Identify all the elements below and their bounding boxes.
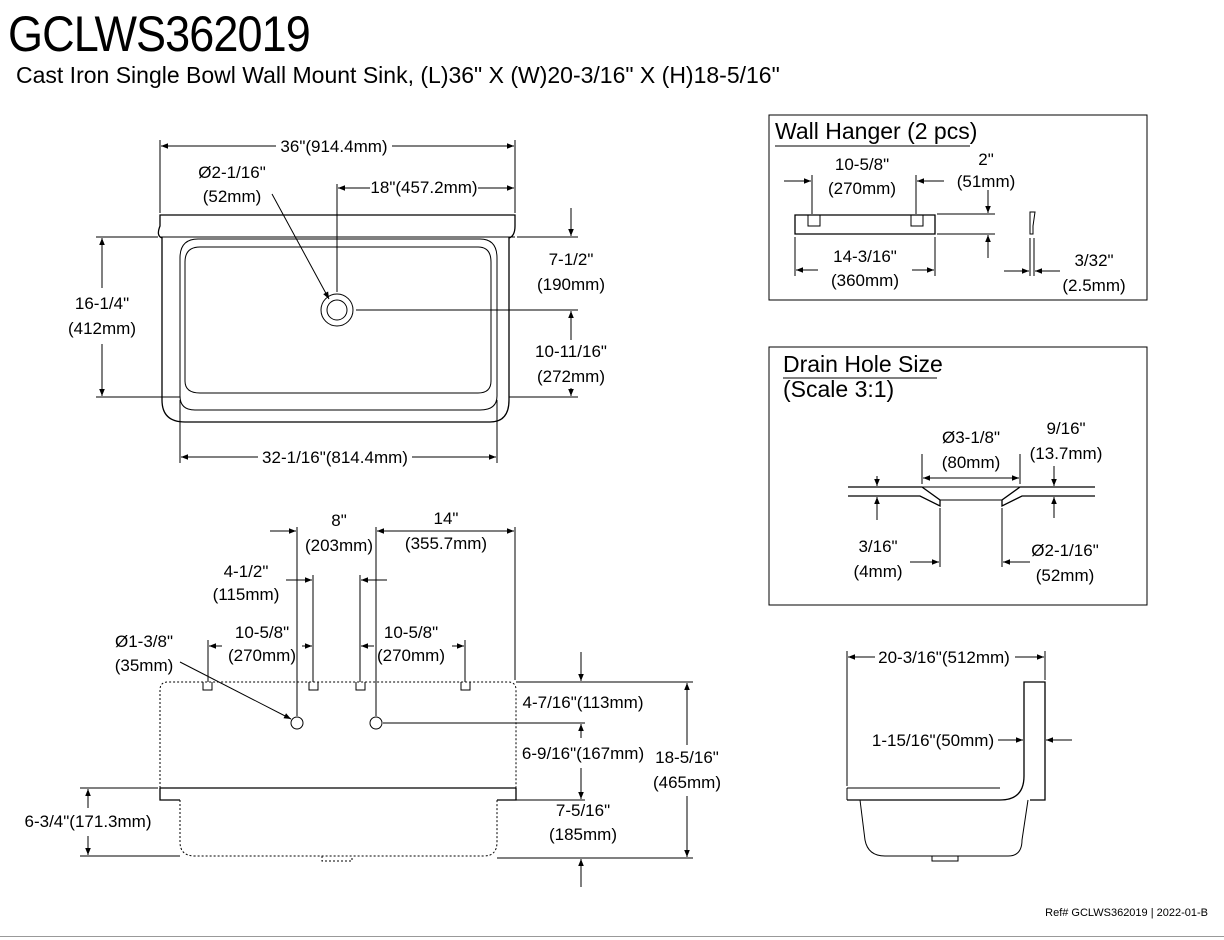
dim-hanger-length-in: 14-3/16" bbox=[833, 247, 897, 266]
hanger-slot-2 bbox=[308, 682, 319, 691]
dim-back-to-drain-mm: (190mm) bbox=[537, 275, 605, 294]
dim-hanger-thickness-mm: (2.5mm) bbox=[1062, 276, 1125, 295]
dim-top-to-holes: 4-7/16"(113mm) bbox=[523, 693, 644, 712]
leader-drain-dia bbox=[271, 193, 330, 300]
dim-overall-depth-in: 16-1/4" bbox=[75, 294, 129, 313]
hanger-slot-4 bbox=[460, 682, 471, 691]
faucet-hole-right bbox=[369, 716, 383, 730]
side-profile bbox=[847, 681, 1046, 801]
dim-holes-spacing-mm: (203mm) bbox=[305, 536, 373, 555]
dim-drain-inner-dia-mm: (52mm) bbox=[1036, 566, 1095, 585]
wall-hanger-panel: Wall Hanger (2 pcs) 10-5/8" (270mm) 2" (… bbox=[768, 114, 1148, 301]
dim-drain-to-front-mm: (272mm) bbox=[537, 367, 605, 386]
dim-drain-recess-mm: (4mm) bbox=[853, 562, 902, 581]
rim-profile bbox=[159, 788, 517, 801]
dim-right-offset-in: 14" bbox=[434, 509, 459, 528]
hanger-plate bbox=[794, 214, 936, 235]
backsplash-outline bbox=[159, 681, 517, 800]
dim-hanger-thickness-in: 3/32" bbox=[1074, 251, 1113, 270]
dim-overall-height-mm: (465mm) bbox=[653, 773, 721, 792]
dim-drain-thickness-in: 9/16" bbox=[1046, 419, 1085, 438]
hanger-slot-b bbox=[910, 215, 924, 227]
page-title: GCLWS362019 bbox=[8, 6, 311, 62]
dim-drain-offset: 18"(457.2mm) bbox=[370, 178, 477, 197]
drain-inner-circle bbox=[326, 299, 348, 321]
drain-hole-panel: Drain Hole Size (Scale 3:1) Ø3-1/8" (80m… bbox=[768, 346, 1148, 606]
hanger-profile bbox=[1029, 211, 1036, 235]
dim-drain-inner-dia-in: Ø2-1/16" bbox=[1031, 541, 1098, 560]
dim-bowl-depth-mm: (185mm) bbox=[549, 825, 617, 844]
drain-stub bbox=[321, 856, 353, 862]
bowl-outer bbox=[179, 238, 498, 411]
dim-left-offset-mm: (115mm) bbox=[213, 585, 280, 604]
bottom-rule bbox=[0, 936, 1224, 937]
drain-outer-circle bbox=[320, 293, 354, 327]
dim-bowl-length: 32-1/16"(814.4mm) bbox=[262, 448, 408, 467]
top-view: 36"(914.4mm) Ø2-1/16" (52mm) 18"(457.2mm… bbox=[68, 137, 607, 467]
dim-hanger-length-mm: (360mm) bbox=[831, 271, 899, 290]
drain-section-left bbox=[848, 486, 941, 508]
dim-hanger-right-in: 10-5/8" bbox=[384, 623, 438, 642]
page-subtitle: Cast Iron Single Bowl Wall Mount Sink, (… bbox=[16, 62, 780, 88]
dim-drain-outer-dia-mm: (80mm) bbox=[942, 453, 1001, 472]
dim-back-to-drain-in: 7-1/2" bbox=[549, 250, 594, 269]
wall-hanger-frame bbox=[768, 114, 1148, 301]
dim-drain-dia-in: Ø2-1/16" bbox=[198, 163, 265, 182]
front-view: 8" (203mm) 14" (355.7mm) 4-1/2" (115mm) … bbox=[25, 509, 721, 887]
dim-holes-spacing-in: 8" bbox=[331, 511, 347, 530]
sink-top-outline bbox=[157, 214, 516, 423]
dim-hanger-left-in: 10-5/8" bbox=[235, 623, 289, 642]
faucet-hole-left bbox=[290, 716, 304, 730]
bowl-front-outline bbox=[179, 800, 498, 857]
dim-drain-dia-mm: (52mm) bbox=[203, 187, 262, 206]
leader-faucet-hole-dia bbox=[179, 661, 292, 720]
drain-section-right bbox=[1001, 486, 1095, 508]
dim-faucet-hole-dia-mm: (35mm) bbox=[115, 656, 174, 675]
dim-bowl-depth-left: 6-3/4"(171.3mm) bbox=[25, 812, 152, 831]
hanger-slot-3 bbox=[355, 682, 366, 691]
drain-hole-scale: (Scale 3:1) bbox=[783, 376, 894, 402]
dim-holes-to-rim: 6-9/16"(167mm) bbox=[522, 744, 644, 763]
hanger-slot-1 bbox=[202, 682, 213, 691]
side-drain-stub bbox=[931, 856, 959, 862]
dim-side-width: 20-3/16"(512mm) bbox=[878, 648, 1010, 667]
bowl-inner bbox=[184, 246, 492, 394]
dim-drain-outer-dia-in: Ø3-1/8" bbox=[942, 428, 1000, 447]
side-bowl bbox=[859, 799, 1029, 857]
dim-faucet-hole-dia-in: Ø1-3/8" bbox=[115, 632, 173, 651]
dim-hanger-height-in: 2" bbox=[978, 150, 994, 169]
dim-drain-to-front-in: 10-11/16" bbox=[535, 342, 607, 361]
hanger-slot-a bbox=[807, 215, 821, 227]
dim-overall-depth-mm: (412mm) bbox=[68, 319, 136, 338]
dim-bowl-depth-in: 7-5/16" bbox=[556, 801, 610, 820]
dim-backsplash-thickness: 1-15/16"(50mm) bbox=[872, 731, 994, 750]
dim-overall-length: 36"(914.4mm) bbox=[280, 137, 387, 156]
dim-drain-thickness-mm: (13.7mm) bbox=[1030, 444, 1103, 463]
dim-drain-recess-in: 3/16" bbox=[858, 537, 897, 556]
dim-overall-height-in: 18-5/16" bbox=[655, 748, 719, 767]
dim-right-offset-mm: (355.7mm) bbox=[405, 534, 487, 553]
dim-hanger-right-mm: (270mm) bbox=[377, 646, 445, 665]
drain-hole-frame bbox=[768, 346, 1148, 606]
reference-code: Ref# GCLWS362019 | 2022-01-B bbox=[1045, 907, 1208, 919]
dim-hanger-left-mm: (270mm) bbox=[228, 646, 296, 665]
dim-slot-spacing-mm: (270mm) bbox=[828, 179, 896, 198]
dim-slot-spacing-in: 10-5/8" bbox=[835, 155, 889, 174]
dim-hanger-height-mm: (51mm) bbox=[957, 172, 1016, 191]
drain-hole-title: Drain Hole Size bbox=[783, 351, 943, 377]
dim-left-offset-in: 4-1/2" bbox=[224, 562, 269, 581]
wall-hanger-title: Wall Hanger (2 pcs) bbox=[775, 118, 977, 144]
side-view: 20-3/16"(512mm) 1-15/16"(50mm) bbox=[846, 648, 1072, 862]
